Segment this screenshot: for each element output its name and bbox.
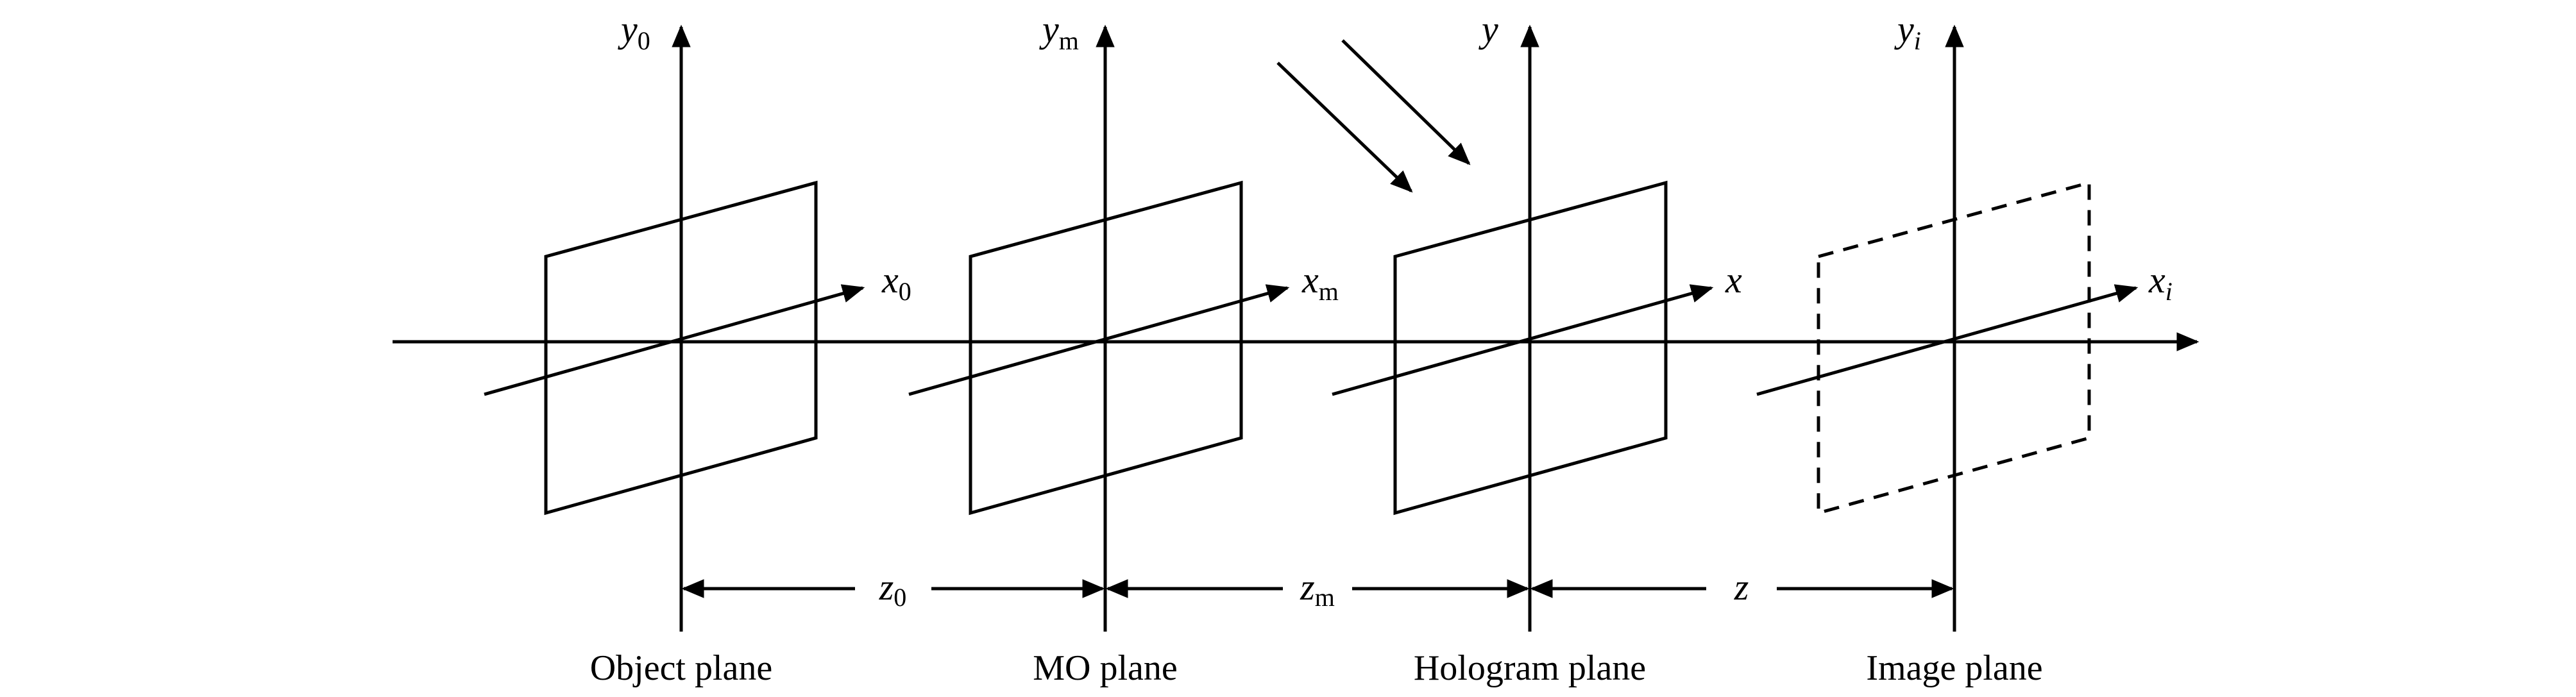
hologram-plane: y x Hologram plane — [1332, 8, 1742, 688]
x-axis-label: xi — [2148, 259, 2173, 306]
plane-caption: Hologram plane — [1414, 648, 1646, 688]
x-axis-label: x0 — [881, 259, 911, 306]
x-axis-label: xm — [1301, 259, 1339, 306]
x-axis-label: x — [1725, 259, 1742, 301]
y-axis-label: y0 — [618, 8, 650, 55]
illumination-arrows — [1276, 39, 1471, 193]
y-axis-label: y — [1479, 8, 1498, 50]
distance-zm: zm — [1105, 566, 1530, 612]
object-plane: y0 x0 Object plane — [484, 8, 911, 688]
x-axis-arrow — [484, 284, 865, 396]
distance-label: zm — [1300, 566, 1335, 612]
x-axis-arrow — [908, 284, 1290, 396]
plane-frame-dashed — [1817, 180, 2091, 516]
plane-caption: Object plane — [590, 648, 773, 688]
distance-label: z0 — [879, 566, 907, 612]
plane-frame — [969, 180, 1243, 516]
distance-z: z — [1530, 566, 1954, 608]
plane-frame — [1393, 180, 1668, 516]
distance-z0: z0 — [681, 566, 1105, 612]
plane-frame — [544, 180, 818, 516]
y-axis-label: ym — [1039, 8, 1079, 55]
mo-plane: ym xm MO plane — [908, 8, 1339, 688]
y-axis-label: yi — [1894, 8, 1921, 55]
plane-caption: Image plane — [1866, 648, 2042, 688]
image-plane: yi xi Image plane — [1756, 8, 2173, 688]
illumination-arrow — [1341, 39, 1471, 165]
plane-caption: MO plane — [1033, 648, 1178, 688]
x-axis-arrow — [1332, 284, 1714, 396]
x-axis-arrow — [1756, 284, 2139, 396]
distance-label: z — [1734, 566, 1749, 608]
illumination-arrow — [1276, 62, 1413, 193]
